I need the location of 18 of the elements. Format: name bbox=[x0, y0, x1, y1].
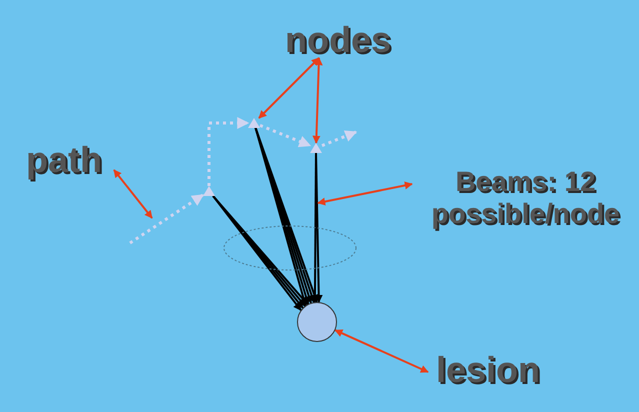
lesion-circle bbox=[297, 302, 337, 342]
leader-line bbox=[258, 57, 320, 119]
node-marker bbox=[248, 118, 260, 128]
leader-line bbox=[113, 169, 153, 219]
node-marker bbox=[203, 186, 215, 196]
path-arrow bbox=[321, 130, 358, 147]
callout-label: path bbox=[14, 140, 114, 184]
callout-label: nodes bbox=[270, 20, 406, 60]
leader-line bbox=[334, 329, 429, 373]
leader-line bbox=[317, 182, 413, 206]
node-marker bbox=[310, 143, 322, 153]
path-arrow bbox=[208, 117, 250, 186]
path-arrow bbox=[259, 124, 312, 148]
callout-label: lesion bbox=[426, 350, 550, 394]
leader-line bbox=[312, 57, 323, 144]
path-arrow bbox=[129, 194, 204, 244]
beam-arrow bbox=[314, 152, 323, 303]
callout-label: Beams: 12 possible/node bbox=[412, 166, 639, 232]
